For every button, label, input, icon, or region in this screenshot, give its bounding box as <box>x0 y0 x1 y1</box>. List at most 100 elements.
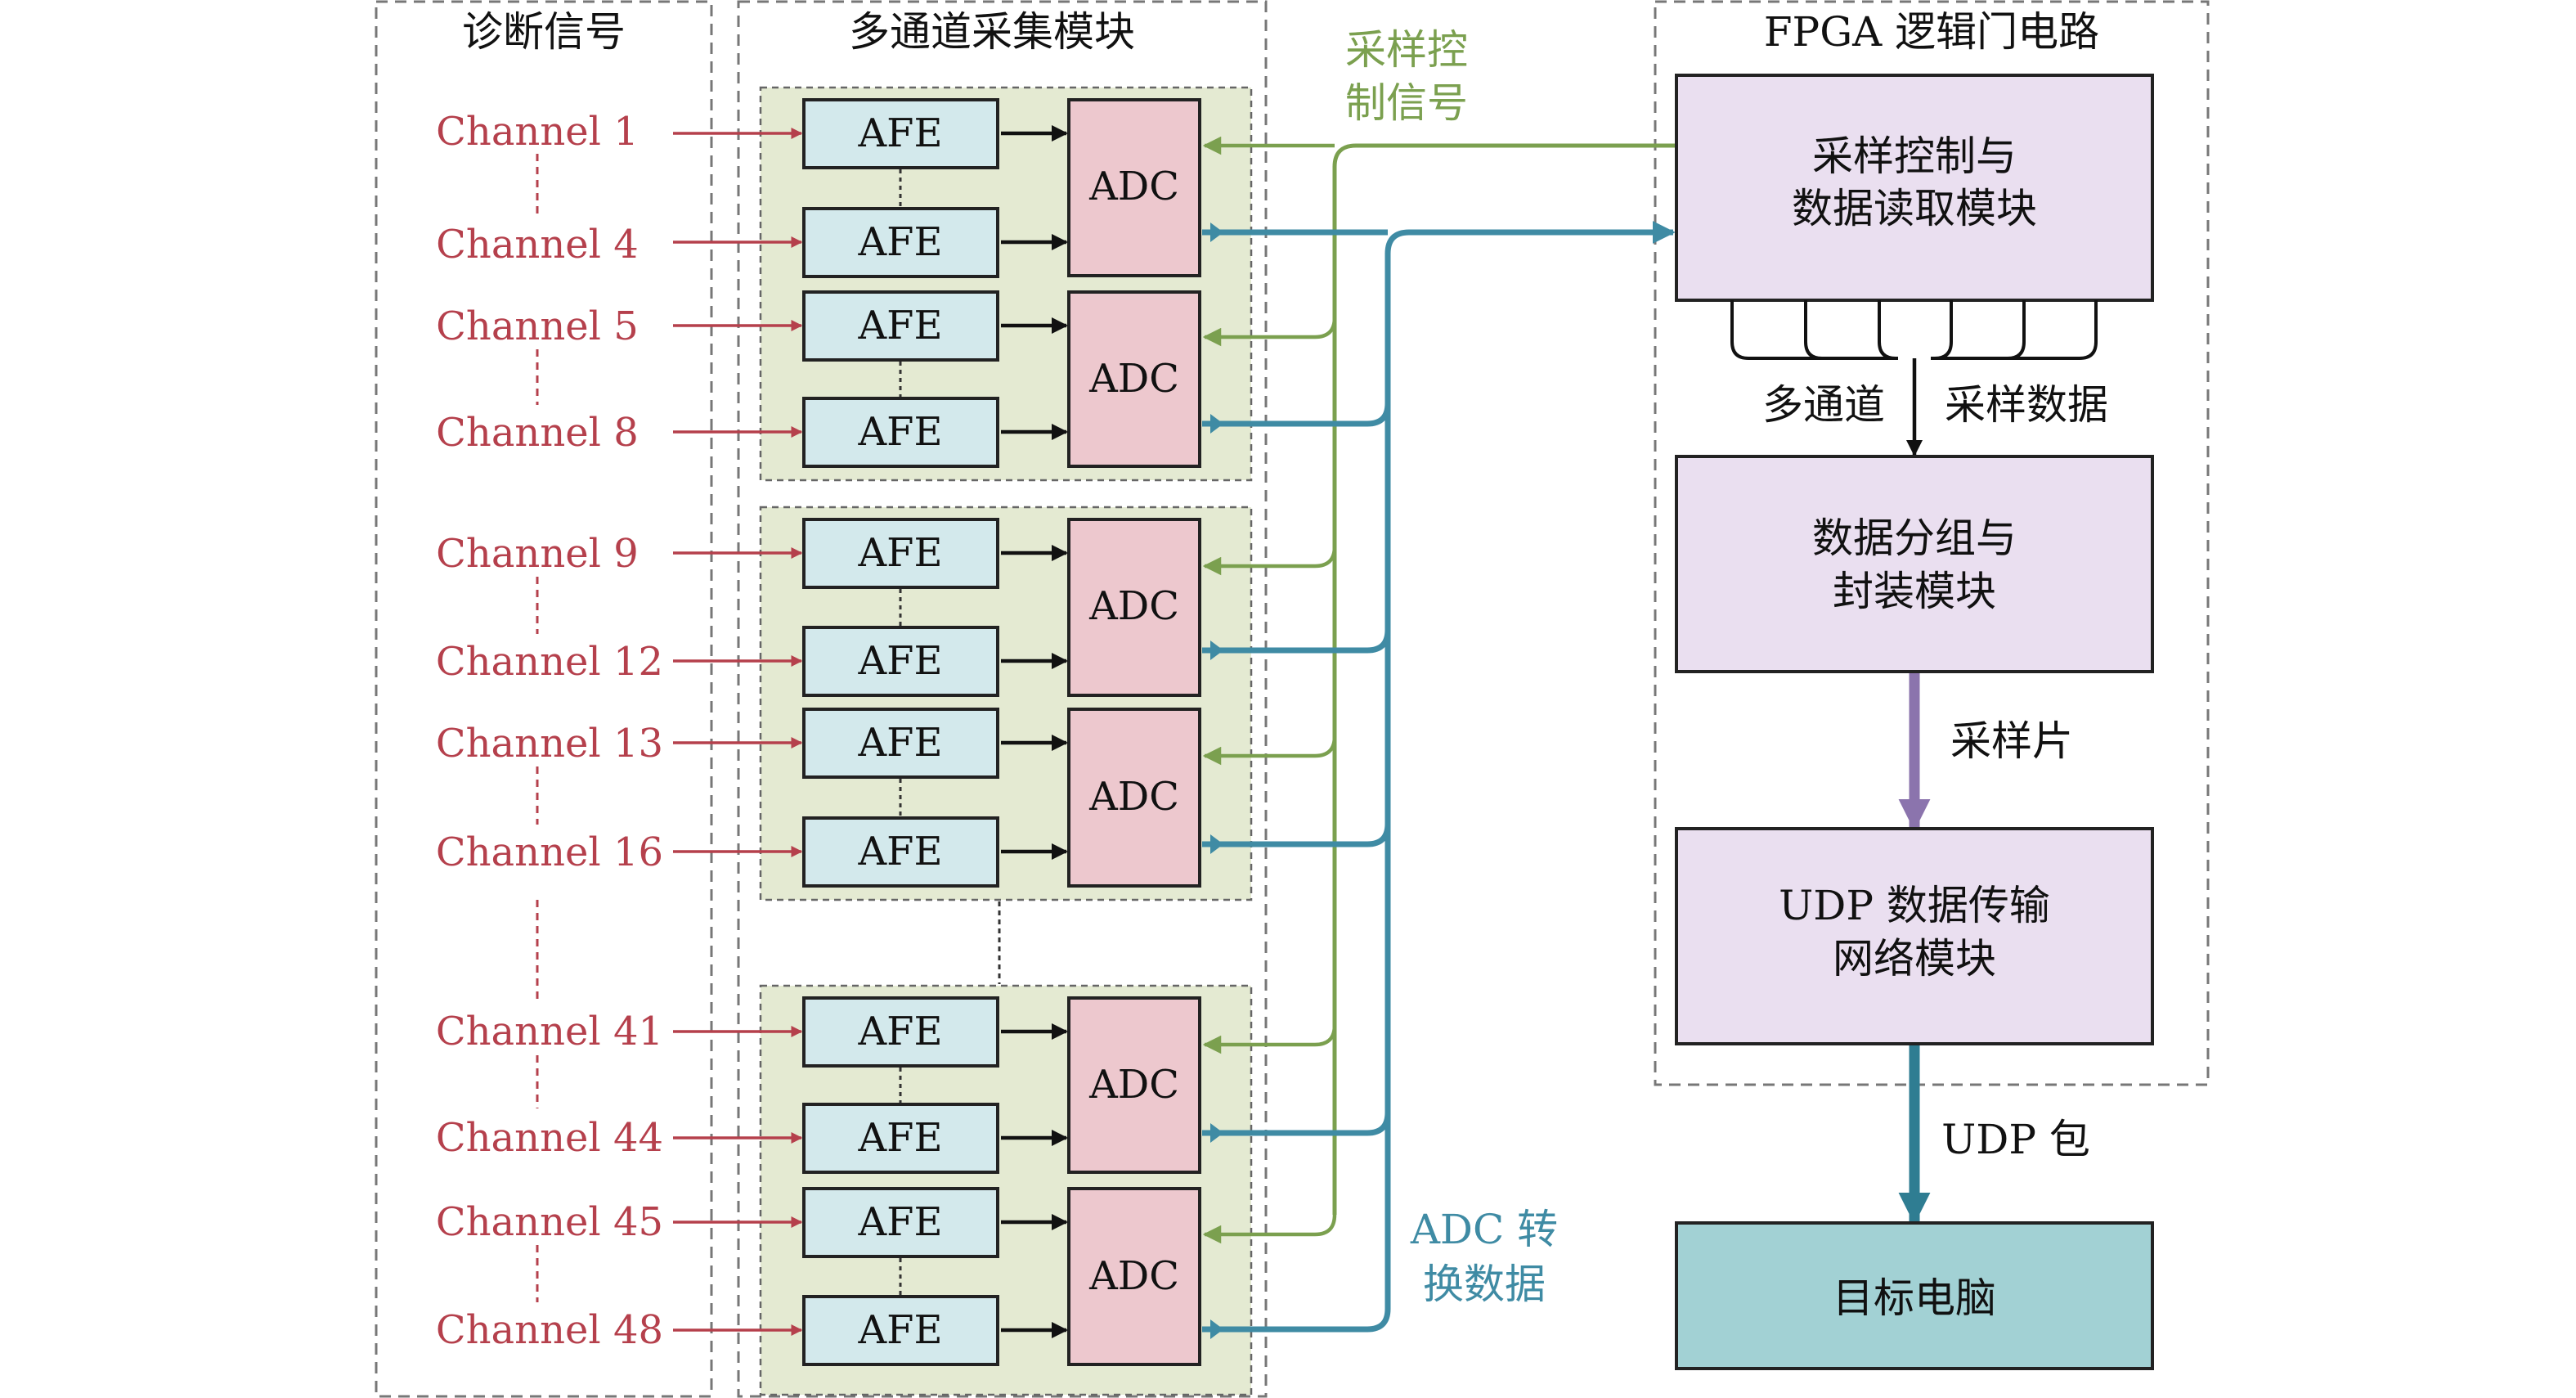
afe-label: AFE <box>857 720 942 766</box>
adc-label: ADC <box>1088 774 1179 820</box>
udp-network-module-line1: UDP 数据传输 <box>1779 882 2050 929</box>
control-signal-arrow <box>1202 546 1337 576</box>
channel-label: Channel 5 <box>436 303 639 349</box>
afe-boxes <box>802 98 999 1366</box>
multichannel-fan-line <box>1730 300 1898 360</box>
adc-boxes <box>1067 98 1201 1366</box>
data-grouping-module-line2: 封装模块 <box>1833 568 1996 615</box>
sample-slice-label: 采样片 <box>1950 717 2073 765</box>
channel-label: Channel 16 <box>436 829 663 875</box>
afe-label: AFE <box>857 219 942 265</box>
adc-label: ADC <box>1088 356 1179 402</box>
afe-label: AFE <box>857 409 942 455</box>
afe-box <box>802 98 999 169</box>
channel-label: Channel 1 <box>436 109 639 155</box>
adc-box <box>1067 996 1201 1174</box>
adc-box <box>1067 518 1201 697</box>
adc-data-bus-trunk <box>1384 221 1676 1309</box>
adc-data-label-line1: ADC 转 <box>1410 1206 1558 1253</box>
channel-label: Channel 41 <box>436 1009 663 1054</box>
adc-output-line <box>1202 1112 1391 1136</box>
adc-box <box>1067 708 1201 888</box>
afe-box <box>802 290 999 362</box>
adc-box <box>1067 1187 1201 1366</box>
afe-label: AFE <box>857 1009 942 1054</box>
adc-output-tick <box>1210 1123 1223 1143</box>
adc-label: ADC <box>1088 1253 1179 1299</box>
afe-box <box>802 518 999 589</box>
adc-output-tick <box>1210 414 1223 434</box>
adc-box <box>1067 98 1201 277</box>
acquisition-section-title: 多通道采集模块 <box>849 8 1135 56</box>
channel-label: Channel 45 <box>436 1199 663 1245</box>
control-signal-label-line1: 采样控 <box>1345 26 1468 74</box>
afe-label: AFE <box>857 303 942 348</box>
multichannel-fan-line <box>1934 300 1953 360</box>
control-signal-label-line2: 制信号 <box>1345 79 1468 127</box>
afe-label: AFE <box>857 1199 942 1245</box>
adc-output-tick <box>1210 223 1223 242</box>
afe-box <box>802 1187 999 1258</box>
adc-output-line <box>1202 1308 1391 1333</box>
afe-box <box>802 1103 999 1174</box>
adc-box <box>1067 290 1201 468</box>
multichannel-fan-line <box>1804 300 1823 360</box>
channel-label: Channel 12 <box>436 639 663 685</box>
afe-box <box>802 626 999 697</box>
adc-data-label-line2: 换数据 <box>1423 1261 1546 1308</box>
afe-label: AFE <box>857 530 942 576</box>
control-signal-arrow <box>1202 317 1337 347</box>
afe-box <box>802 708 999 779</box>
afe-box <box>802 207 999 278</box>
afe-label: AFE <box>857 638 942 684</box>
sample-control-module <box>1675 74 2154 302</box>
afe-label: AFE <box>857 1115 942 1161</box>
multichannel-label-left: 多通道 <box>1762 381 1885 429</box>
multichannel-label-right: 采样数据 <box>1945 381 2108 429</box>
adc-label: ADC <box>1088 583 1179 629</box>
diagnostic-section <box>375 0 713 1398</box>
target-computer <box>1675 1221 2154 1370</box>
adc-output-tick <box>1210 834 1223 854</box>
sample-control-module-line2: 数据读取模块 <box>1792 185 2037 232</box>
multichannel-fan-line <box>2007 300 2026 360</box>
adc-output-tick <box>1210 641 1223 660</box>
afe-box <box>802 1295 999 1366</box>
afe-box <box>802 816 999 888</box>
channel-label: Channel 4 <box>436 222 639 267</box>
afe-box <box>802 397 999 468</box>
multichannel-fan-line <box>1878 300 1896 360</box>
adc-output-tick <box>1210 1319 1223 1339</box>
control-signal-arrow <box>1202 735 1337 766</box>
data-grouping-module-line1: 数据分组与 <box>1812 515 2017 562</box>
sample-control-module-line1: 采样控制与 <box>1812 133 2017 180</box>
channel-label: Channel 48 <box>436 1307 663 1353</box>
channel-label: Channel 44 <box>436 1115 663 1161</box>
udp-network-module <box>1675 827 2154 1045</box>
udp-packet-label: UDP 包 <box>1941 1116 2090 1163</box>
afe-label: AFE <box>857 1307 942 1353</box>
control-signal-arrow <box>1202 1024 1337 1054</box>
channel-label: Channel 8 <box>436 410 639 456</box>
afe-label: AFE <box>857 110 942 156</box>
target-computer-label: 目标电脑 <box>1833 1274 1996 1322</box>
adc-output-line <box>1202 402 1391 427</box>
acquisition-section <box>737 0 1268 1398</box>
diagnostic-section-title: 诊断信号 <box>462 8 626 56</box>
multichannel-fan-line <box>1931 300 2098 360</box>
adc-label: ADC <box>1088 1062 1179 1108</box>
adc-label: ADC <box>1088 164 1179 209</box>
adc-output-line <box>1202 823 1391 847</box>
udp-network-module-line2: 网络模块 <box>1833 935 1996 982</box>
data-grouping-module <box>1675 455 2154 673</box>
channel-label: Channel 13 <box>436 721 663 766</box>
control-bus-trunk <box>1332 143 1676 1215</box>
fpga-section-title: FPGA 逻辑门电路 <box>1764 8 2099 56</box>
afe-box <box>802 996 999 1068</box>
control-signal-arrow <box>1202 1214 1337 1244</box>
afe-label: AFE <box>857 829 942 874</box>
adc-output-line <box>1202 629 1391 654</box>
channel-label: Channel 9 <box>436 531 639 577</box>
fpga-section <box>1654 0 2210 1086</box>
